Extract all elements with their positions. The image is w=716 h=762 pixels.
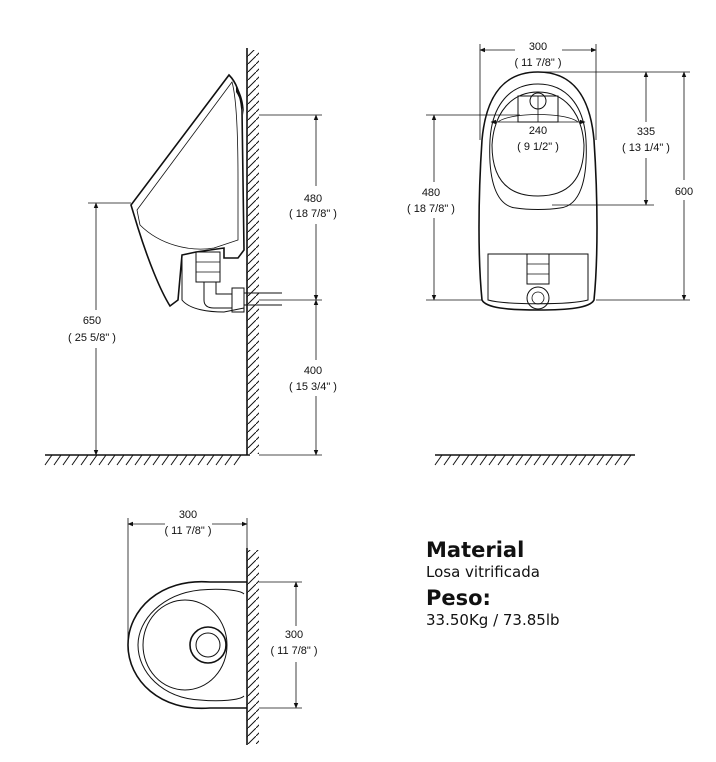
label-480-front-in: ( 18 7/8" ) xyxy=(407,203,455,215)
label-300-front-in: ( 11 7/8" ) xyxy=(514,57,561,69)
hatch-tick xyxy=(488,454,497,466)
hatch-tick xyxy=(515,454,524,466)
hatch-tick xyxy=(143,454,152,466)
weight-heading: Peso: xyxy=(426,586,491,610)
hatch-tick xyxy=(497,454,506,466)
hatch-tick xyxy=(134,454,143,466)
hatch-tick xyxy=(551,454,560,466)
hatch-tick xyxy=(569,454,578,466)
hatch-tick xyxy=(614,454,623,466)
hatch-tick xyxy=(533,454,542,466)
hatch-tick xyxy=(506,454,515,466)
label-480-side-in: ( 18 7/8" ) xyxy=(289,208,337,220)
hatch-tick xyxy=(542,454,551,466)
label-480-front: 480 xyxy=(422,187,440,199)
hatch-tick xyxy=(434,454,443,466)
label-400-side: 400 xyxy=(304,365,322,377)
hatch-tick xyxy=(596,454,605,466)
hatch-tick xyxy=(53,454,62,466)
label-650: 650 xyxy=(83,315,101,327)
hatch-tick xyxy=(461,454,470,466)
hatch-tick xyxy=(470,454,479,466)
hatch-tick xyxy=(479,454,488,466)
label-335-in: ( 13 1/4" ) xyxy=(622,142,670,154)
dimension-300-top-height xyxy=(259,581,302,709)
dimension-labels: 480 ( 18 7/8" ) 400 ( 15 3/4" ) 650 ( 25… xyxy=(68,41,693,657)
label-300-top-h-in: ( 11 7/8" ) xyxy=(270,645,317,657)
dimension-480-front xyxy=(426,114,520,301)
product-info: Material Losa vitrificada Peso: 33.50Kg … xyxy=(426,538,560,634)
hatch-tick xyxy=(560,454,569,466)
hatch-tick xyxy=(215,454,224,466)
hatch-tick xyxy=(152,454,161,466)
label-480-side: 480 xyxy=(304,193,322,205)
material-heading: Material xyxy=(426,538,525,562)
label-300-top-h: 300 xyxy=(285,629,303,641)
label-240: 240 xyxy=(529,125,547,137)
label-240-in: ( 9 1/2" ) xyxy=(517,141,559,153)
hatch-tick xyxy=(89,454,98,466)
floor-hatch-front xyxy=(434,454,632,466)
hatch-tick xyxy=(179,454,188,466)
hatch-tick xyxy=(587,454,596,466)
hatch-tick xyxy=(197,454,206,466)
weight-value: 33.50Kg / 73.85lb xyxy=(426,611,560,629)
hatch-tick xyxy=(605,454,614,466)
dimension-335-600 xyxy=(540,71,690,301)
hatch-tick xyxy=(233,454,242,466)
label-400-side-in: ( 15 3/4" ) xyxy=(289,381,337,393)
hatch-tick xyxy=(170,454,179,466)
wall-hatch xyxy=(247,50,259,454)
hatch-tick xyxy=(71,454,80,466)
dimension-300-top-width xyxy=(127,518,248,640)
front-view xyxy=(426,44,690,466)
label-300-top-w: 300 xyxy=(179,509,197,521)
hatch-tick xyxy=(188,454,197,466)
hatch-tick xyxy=(452,454,461,466)
hatch-tick xyxy=(224,454,233,466)
dimension-480-400 xyxy=(259,114,322,456)
hatch-tick xyxy=(44,454,53,466)
urinal-top-outline xyxy=(127,580,247,710)
label-300-front: 300 xyxy=(529,41,547,53)
floor-hatch xyxy=(44,454,242,466)
label-600: 600 xyxy=(675,186,693,198)
side-view xyxy=(44,48,322,466)
hatch-tick xyxy=(623,454,632,466)
label-300-top-w-in: ( 11 7/8" ) xyxy=(164,525,211,537)
hatch-tick xyxy=(62,454,71,466)
hatch-tick xyxy=(161,454,170,466)
urinal-side-profile xyxy=(130,73,282,313)
material-value: Losa vitrificada xyxy=(426,563,540,581)
top-view xyxy=(127,518,302,745)
hatch-tick xyxy=(80,454,89,466)
hatch-tick xyxy=(206,454,215,466)
hatch-tick xyxy=(116,454,125,466)
wall-hatch-top xyxy=(247,550,259,744)
hatch-tick xyxy=(98,454,107,466)
hatch-tick xyxy=(107,454,116,466)
hatch-tick xyxy=(443,454,452,466)
hatch-tick xyxy=(578,454,587,466)
dimension-650 xyxy=(88,202,131,456)
hatch-tick xyxy=(125,454,134,466)
label-335: 335 xyxy=(637,126,655,138)
label-650-in: ( 25 5/8" ) xyxy=(68,332,116,344)
urinal-front-outline xyxy=(478,71,598,311)
dimension-300-width xyxy=(479,44,597,140)
hatch-tick xyxy=(524,454,533,466)
